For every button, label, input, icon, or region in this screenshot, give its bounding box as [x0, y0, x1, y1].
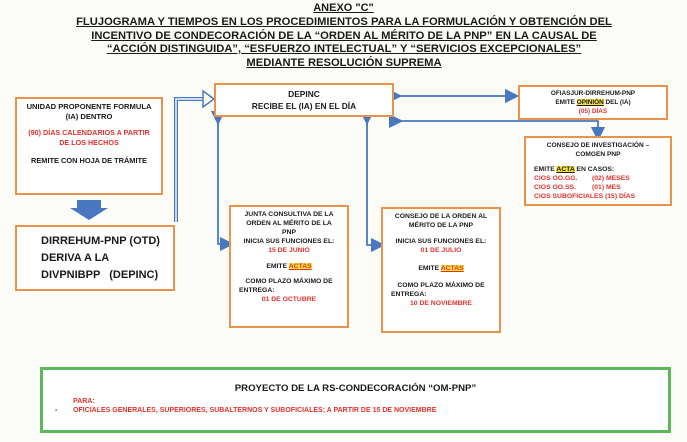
consejo-inv-case-3: CIOS SUBOFICIALES (15) DÍAS: [534, 193, 636, 200]
depinc-line-2: RECIBE EL (IA) EN EL DÍA: [251, 101, 357, 111]
consejo-orden-plazo-1: COMO PLAZO MÁXIMO DE: [397, 282, 485, 289]
ofiasjur-days: (05) DÍAS: [578, 108, 608, 115]
consejo-orden-inicia: INICIA SUS FUNCIONES EL:: [395, 238, 487, 245]
box-junta-consultiva: JUNTA CONSULTIVA DE LA ORDEN AL MÉRITO D…: [229, 205, 349, 328]
title-line-1: FLUJOGRAMA Y TIEMPOS EN LOS PROCEDIMIENT…: [76, 16, 612, 28]
junta-line-2: ORDEN AL MÉRITO DE LA: [246, 220, 332, 227]
consejo-orden-line-1: CONSEJO DE LA ORDEN AL: [394, 213, 488, 220]
title-line-4: MEDIANTE RESOLUCIÓN SUPREMA: [246, 56, 442, 69]
ofiasjur-emite-suffix: DEL (IA): [603, 99, 631, 106]
junta-plazo-date: 01 DE OCTUBRE: [261, 296, 317, 303]
box-dirrehum: DIRREHUM-PNP (OTD) DERIVA A LA DIVPNIBPP…: [15, 225, 175, 291]
consejo-inv-line-2: COMGEN PNP: [575, 151, 621, 158]
arrow-depinc-junta: [217, 118, 235, 252]
box-consejo-investigacion: CONSEJO DE INVESTIGACIÓN – COMGEN PNP EM…: [524, 136, 672, 206]
unidad-days-2: DE LOS HECHOS: [59, 138, 119, 147]
dirrehum-line-2: DERIVA A LA: [41, 252, 110, 264]
down-arrow-unidad: [70, 200, 108, 220]
junta-inicia: INICIA SUS FUNCIONES EL:: [243, 238, 335, 245]
consejo-orden-emite-prefix: EMITE: [418, 265, 441, 272]
ofiasjur-line-1: OFIASJUR-DIRREHUM-PNP: [550, 90, 636, 97]
box-ofiasjur: OFIASJUR-DIRREHUM-PNP EMITE OPINIÓN DEL …: [518, 85, 668, 120]
case-2-time: (01) MES: [592, 184, 621, 191]
arrow-depinc-consejo-orden: [366, 118, 386, 253]
box-proyecto-rs: PROYECTO DE LA RS-CONDECORACIÓN “OM-PNP”…: [40, 367, 671, 433]
arrow-depinc-consejo-inv: [396, 120, 606, 142]
title-line-2: INCENTIVO DE CONDECORACIÓN DE LA “ORDEN …: [91, 29, 597, 42]
case-1-name: CIOS OO.GG.: [534, 175, 578, 182]
dirrehum-line-1: DIRREHUM-PNP (OTD): [41, 235, 160, 247]
junta-actas: ACTAS: [288, 263, 312, 270]
ofiasjur-emite: EMITE OPINIÓN DEL (IA): [520, 98, 666, 107]
unidad-line-2: (IA) DENTRO: [65, 112, 113, 121]
junta-plazo-2: ENTREGA:: [239, 287, 275, 294]
consejo-inv-emite-suffix: EN CASOS:: [574, 166, 615, 173]
consejo-orden-plazo-2: ENTREGA:: [391, 291, 427, 298]
box-consejo-orden: CONSEJO DE LA ORDEN AL MÉRITO DE LA PNP …: [381, 207, 501, 333]
consejo-orden-line-2: MÉRITO DE LA PNP: [408, 222, 474, 229]
consejo-inv-case-2: CIOS OO.SS. (01) MES: [534, 183, 670, 192]
consejo-inv-emite: EMITE ACTA EN CASOS:: [534, 165, 670, 174]
proyecto-detail: OFICIALES GENERALES, SUPERIORES, SUBALTE…: [73, 407, 437, 414]
junta-inicia-date: 15 DE JUNIO: [268, 247, 310, 254]
ofiasjur-opinion: OPINIÓN: [576, 99, 604, 106]
arrow-dirrehum-to-depinc: [174, 97, 205, 222]
dirrehum-line-3: DIVPNIBPP (DEPINC): [41, 269, 159, 281]
junta-plazo-1: COMO PLAZO MÁXIMO DE: [245, 278, 333, 285]
proyecto-bullet: -: [55, 407, 58, 414]
title-line-3: “ACCIÓN DISTINGUIDA”, “ESFUERZO INTELECT…: [106, 43, 582, 55]
consejo-orden-actas: ACTAS: [440, 265, 464, 272]
unidad-remite: REMITE CON HOJA DE TRÁMITE: [31, 156, 147, 165]
consejo-orden-emite: EMITE ACTAS: [383, 264, 499, 273]
junta-line-1: JUNTA CONSULTIVA DE LA: [244, 211, 334, 218]
box-unidad-proponente: UNIDAD PROPONENTE FORMULA (IA) DENTRO (9…: [15, 97, 163, 195]
case-2-name: CIOS OO.SS.: [534, 184, 576, 191]
unidad-days-1: (90) DÍAS CALENDARIOS A PARTIR: [28, 128, 150, 137]
box-depinc: DEPINC RECIBE EL (IA) EN EL DÍA: [214, 83, 394, 117]
annex-label: ANEXO "C": [313, 2, 374, 14]
proyecto-title: PROYECTO DE LA RS-CONDECORACIÓN “OM-PNP”: [234, 383, 477, 394]
consejo-inv-case-1: CIOS OO.GG. (02) MESES: [534, 174, 670, 183]
page-title: FLUJOGRAMA Y TIEMPOS EN LOS PROCEDIMIENT…: [24, 16, 664, 70]
junta-emite: EMITE ACTAS: [231, 262, 347, 271]
consejo-inv-emite-prefix: EMITE: [534, 166, 557, 173]
ofiasjur-emite-prefix: EMITE: [555, 99, 577, 106]
consejo-orden-plazo-date: 10 DE NOVIEMBRE: [410, 300, 472, 307]
proyecto-para: PARA:: [73, 398, 95, 405]
consejo-inv-line-1: CONSEJO DE INVESTIGACIÓN –: [546, 142, 650, 149]
proyecto-detail-line: - OFICIALES GENERALES, SUPERIORES, SUBALT…: [55, 406, 668, 416]
consejo-orden-inicia-date: 01 DE JULIO: [420, 247, 462, 254]
junta-emite-prefix: EMITE: [266, 263, 289, 270]
unidad-line-1: UNIDAD PROPONENTE FORMULA: [26, 102, 152, 111]
consejo-inv-acta: ACTA: [556, 166, 575, 173]
junta-line-3: PNP: [282, 229, 296, 236]
case-1-time: (02) MESES: [592, 175, 630, 182]
depinc-line-1: DEPINC: [288, 89, 320, 99]
